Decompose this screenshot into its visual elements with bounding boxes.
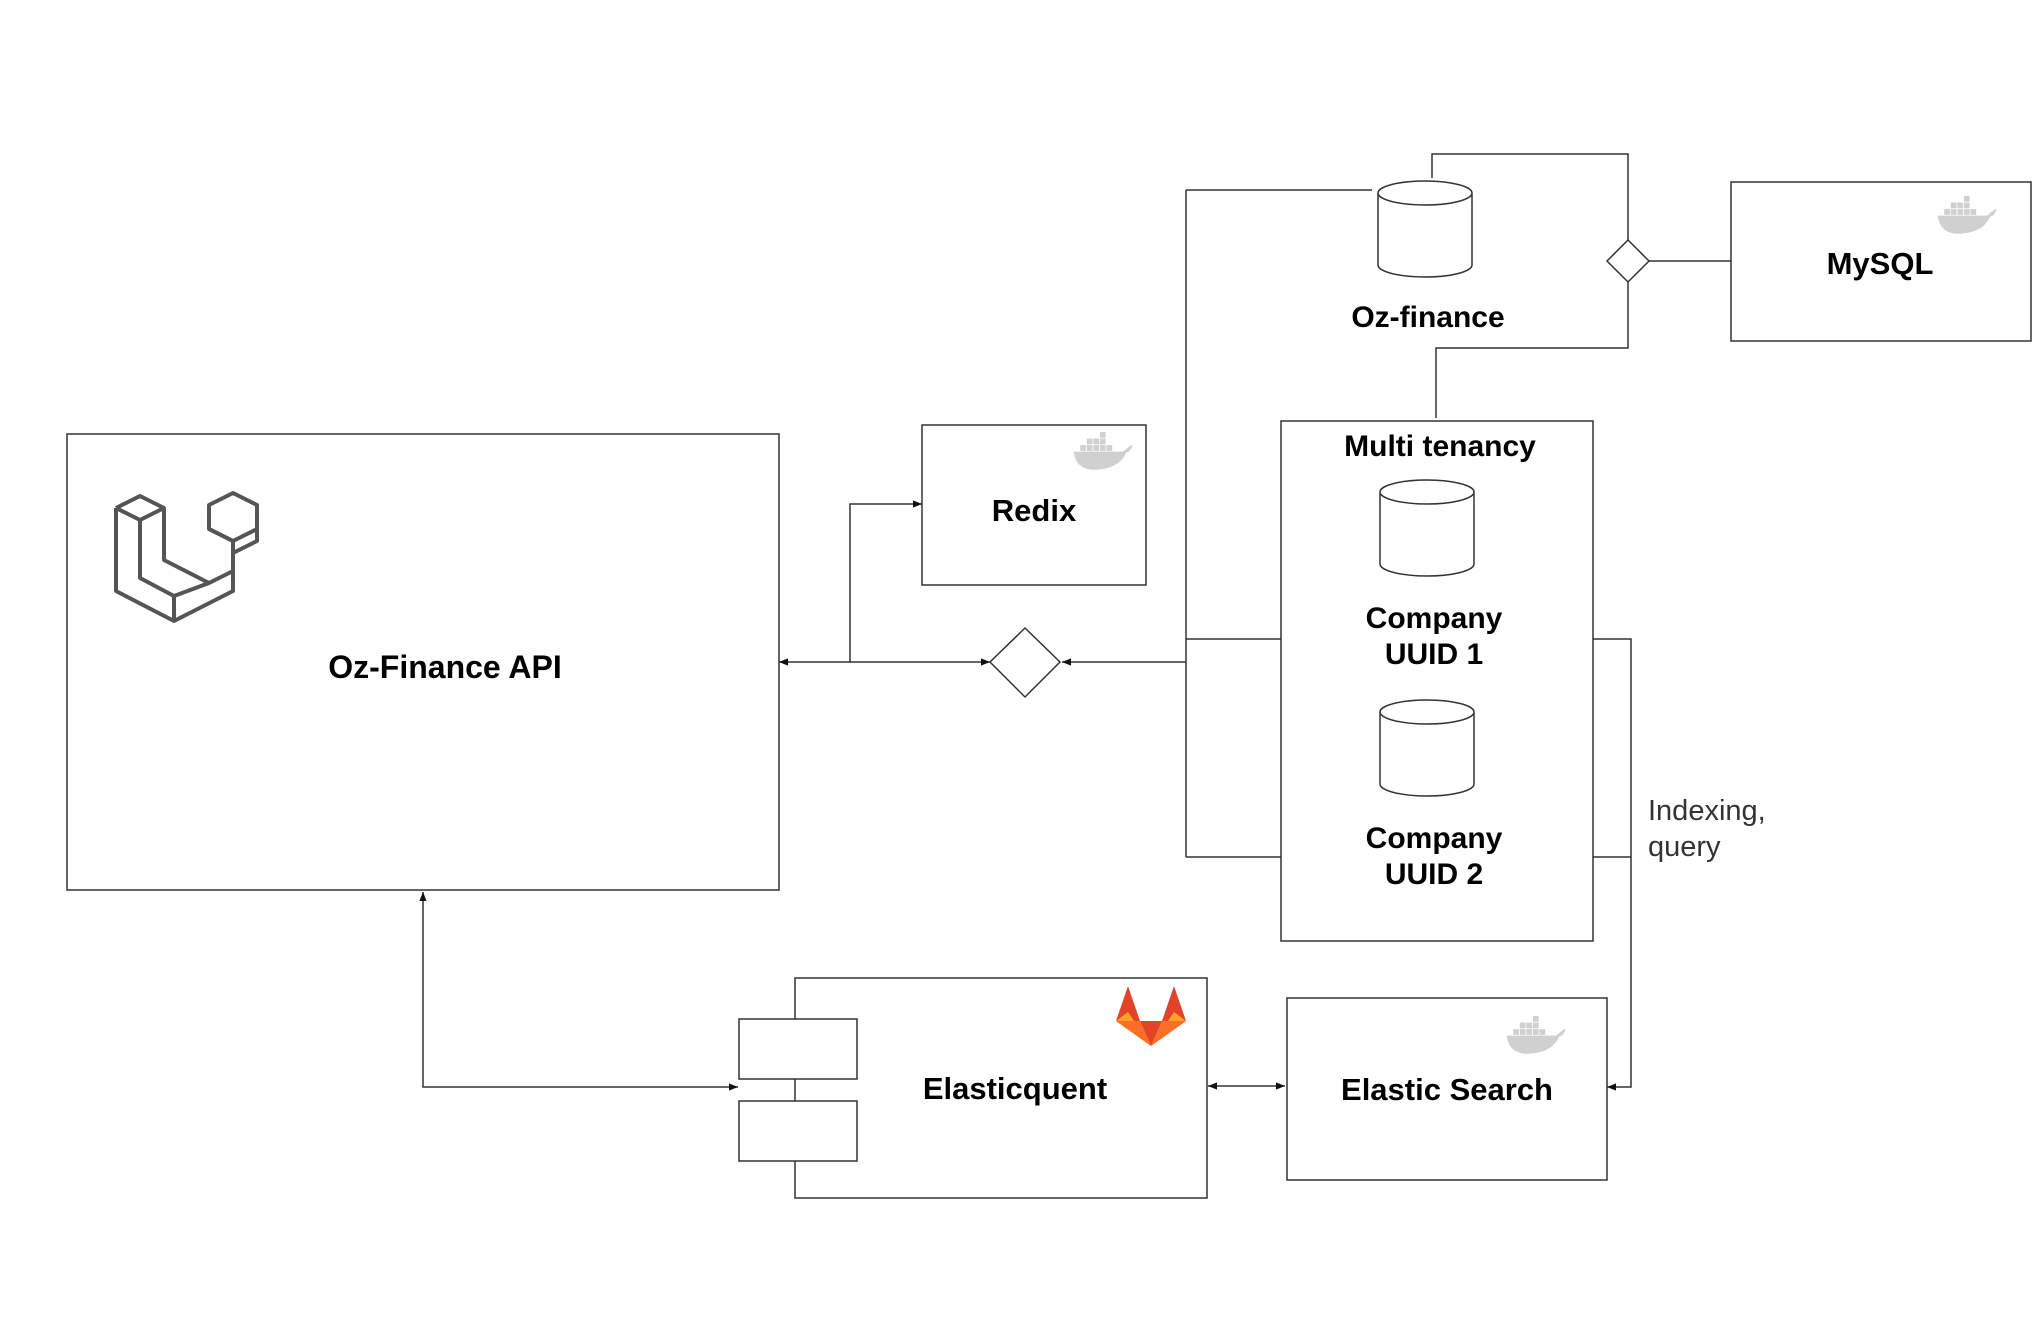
elasticquent-box[interactable] xyxy=(794,977,1208,1199)
ozfinance-label: Oz-finance xyxy=(1351,301,1504,334)
company1-label-line2: UUID 1 xyxy=(1385,638,1483,671)
gitlab-icon xyxy=(1116,986,1186,1046)
mysql-node[interactable]: MySQL xyxy=(1730,181,2032,342)
component-port-bottom xyxy=(738,1100,858,1162)
elasticquent-label: Elasticquent xyxy=(923,1071,1107,1106)
connectors xyxy=(419,153,1731,1091)
api-node[interactable]: Oz-Finance API xyxy=(66,433,780,891)
mysql-box[interactable] xyxy=(1730,181,2032,342)
company2-db[interactable]: Company UUID 2 xyxy=(1366,699,1503,891)
redis-node[interactable]: Redix xyxy=(921,424,1147,586)
company2-label-line1: Company xyxy=(1366,822,1503,855)
mysql-diamond xyxy=(1605,238,1651,284)
company1-db[interactable]: Company UUID 1 xyxy=(1366,479,1503,671)
company2-cylinder[interactable] xyxy=(1379,699,1475,797)
tenancy-node: Multi tenancy Company UUID 1 Company UUI… xyxy=(1280,420,1594,942)
api-elasticquent-connector xyxy=(419,892,738,1091)
tenancy-label: Multi tenancy xyxy=(1344,430,1536,463)
ozfinance-cylinder[interactable] xyxy=(1377,180,1473,278)
vertical-bus xyxy=(1185,189,1372,857)
elastic-box[interactable] xyxy=(1286,997,1608,1181)
redis-box[interactable] xyxy=(921,424,1147,586)
indexing-note-line2: query xyxy=(1648,831,1721,863)
mysql-label: MySQL xyxy=(1827,246,1934,281)
company1-label-line1: Company xyxy=(1366,602,1503,635)
routing-diamond xyxy=(988,626,1062,699)
elastic-indexing-connector xyxy=(1558,635,1632,1091)
company2-label-line2: UUID 2 xyxy=(1385,858,1483,891)
api-label: Oz-Finance API xyxy=(328,649,562,685)
api-redis-connector xyxy=(779,500,922,666)
api-box[interactable] xyxy=(66,433,780,891)
ozfinance-db[interactable]: Oz-finance xyxy=(1351,180,1505,334)
laravel-icon xyxy=(114,491,259,623)
elastic-label: Elastic Search xyxy=(1341,1072,1553,1107)
elasticquent-node[interactable]: Elasticquent xyxy=(738,977,1208,1199)
component-port-top xyxy=(738,1018,858,1080)
elastic-node[interactable]: Elastic Search xyxy=(1286,997,1608,1181)
redis-label: Redix xyxy=(992,493,1077,528)
company1-cylinder[interactable] xyxy=(1379,479,1475,577)
indexing-note-line1: Indexing, xyxy=(1648,795,1766,827)
